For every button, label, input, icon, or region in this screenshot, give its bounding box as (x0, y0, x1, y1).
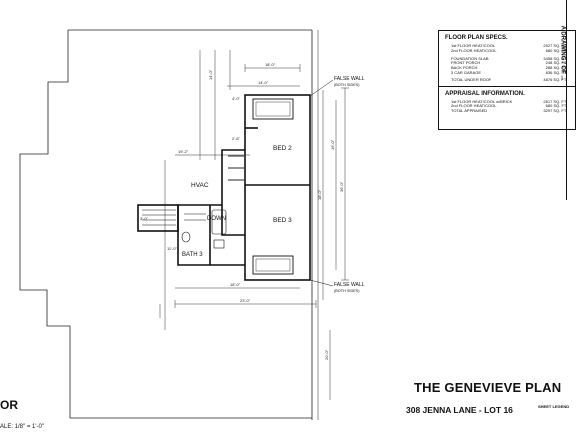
spec-label: BACK PORCH (451, 65, 478, 71)
floor-plan-specs-heading: FLOOR PLAN SPECS. (445, 35, 508, 41)
plan-name: THE GENEVIEVE PLAN (414, 380, 562, 395)
spec-row: FOUNDATION SLAB 3458 SQ. FT. (439, 55, 575, 62)
stairs (142, 209, 206, 226)
dimension-lines (159, 50, 349, 400)
appraisal-label: 1st FLOOR HEAT/COOL w/BRICK (451, 98, 513, 104)
dim-side-b: 20'-0" (324, 349, 329, 360)
closets (228, 98, 294, 275)
spec-row: FRONT PORCH 248 SQ. FT. (439, 61, 575, 66)
room-label-bed3: BED 3 (273, 217, 292, 224)
room-label-hvac: HVAC (191, 182, 209, 189)
specs-divider (439, 85, 575, 87)
spec-value: 3458 SQ. FT. (543, 55, 567, 61)
sheet-legend: SHEET LEGEND (538, 404, 570, 409)
spec-label: TOTAL UNDER ROOF (451, 76, 492, 82)
side-tab-label: A DRAWING / OF ... (559, 25, 566, 81)
spec-row-total: TOTAL UNDER ROOF 4876 SQ. FT. (439, 76, 575, 83)
spec-value: 680 SQ. FT. (545, 47, 567, 53)
upper-floor-walls (137, 94, 311, 281)
spec-label: 2nd FLOOR HEAT/COOL (451, 47, 497, 53)
dim-right-a: 36'-0" (339, 181, 344, 192)
dim-bottom-b: 18'-0" (230, 282, 241, 287)
appraisal-row: 2nd FLOOR HEAT/COOL 680 SQ. FT. (439, 104, 575, 109)
false-wall-top-line2: (BOTH SIDES) (334, 83, 360, 87)
appraisal-label: 2nd FLOOR HEAT/COOL (451, 103, 497, 109)
spec-row: 2nd FLOOR HEAT/COOL 680 SQ. FT. (439, 47, 575, 54)
dim-inner-b: 2'-6" (232, 136, 241, 141)
false-wall-bottom-line2: (BOTH SIDES) (334, 289, 360, 293)
dim-left-b: 14'-0" (208, 69, 213, 80)
spec-value: 248 SQ. FT. (545, 60, 567, 66)
appraisal-heading: APPRAISAL INFORMATION. (445, 90, 525, 97)
spec-value: 4876 SQ. FT. (543, 76, 567, 82)
dim-inner-c: 3'-0" (140, 216, 149, 221)
lot-address: 308 JENNA LANE - LOT 16 (406, 405, 513, 415)
false-wall-leaders (309, 79, 334, 287)
dim-top-a: 18'-0" (265, 62, 276, 67)
spec-label: FRONT PORCH (451, 60, 481, 66)
floor-plan-specs-panel: FLOOR PLAN SPECS. 1st FLOOR HEAT/COOL 252… (438, 30, 576, 130)
dim-inner-d: 11'-0" (167, 246, 177, 251)
false-wall-bottom-line1: FALSE WALL (334, 282, 365, 288)
title-block: THE GENEVIEVE PLAN 308 JENNA LANE - LOT … (394, 372, 576, 432)
dim-side-a: 18'-0" (317, 189, 322, 200)
appraisal-label: TOTAL APPRAISED (451, 108, 488, 114)
spec-value: 2527 SQ. FT. (543, 43, 567, 48)
appraisal-row: 1st FLOOR HEAT/COOL w/BRICK 2617 SQ. FT. (439, 98, 575, 105)
sheet-side-tab: A DRAWING / OF ... (559, 0, 576, 200)
scale-note: ALE: 1/8" = 1'-0" (0, 424, 44, 430)
spec-label: 1st FLOOR HEAT/COOL (451, 43, 496, 48)
appraisal-value: 680 SQ. FT. (545, 103, 567, 109)
spec-row: 3 CAR GARAGE 836 SQ. FT. (439, 69, 575, 76)
dim-left-a: 19'-2" (178, 149, 189, 154)
appraisal-row-total: TOTAL APPRAISED 3297 SQ. FT. (439, 108, 575, 114)
dim-inner-a: 4'-0" (232, 96, 241, 101)
spec-row: BACK PORCH 288 SQ. FT. (439, 65, 575, 71)
spec-label: 3 CAR GARAGE (451, 69, 482, 75)
dim-right-b: 16'-0" (330, 139, 335, 150)
floor-title: OR (0, 398, 18, 412)
false-wall-top-line1: FALSE WALL (334, 76, 365, 82)
spec-row: 1st FLOOR HEAT/COOL 2527 SQ. FT. (439, 43, 575, 49)
appraisal-value: 3297 SQ. FT. (543, 108, 567, 114)
bath-fixtures (181, 209, 227, 249)
spec-label: FOUNDATION SLAB (451, 55, 489, 61)
dim-top-b: 14'-0" (258, 80, 269, 85)
roof-outline (19, 29, 319, 420)
room-label-bath3: BATH 3 (182, 252, 203, 258)
spec-value: 836 SQ. FT. (545, 69, 567, 75)
dim-bottom-a: 23'-0" (240, 298, 251, 303)
spec-value: 288 SQ. FT. (545, 65, 567, 71)
appraisal-value: 2617 SQ. FT. (543, 98, 567, 104)
room-label-bed2: BED 2 (273, 145, 292, 152)
room-label-down: DOWN (207, 216, 226, 222)
